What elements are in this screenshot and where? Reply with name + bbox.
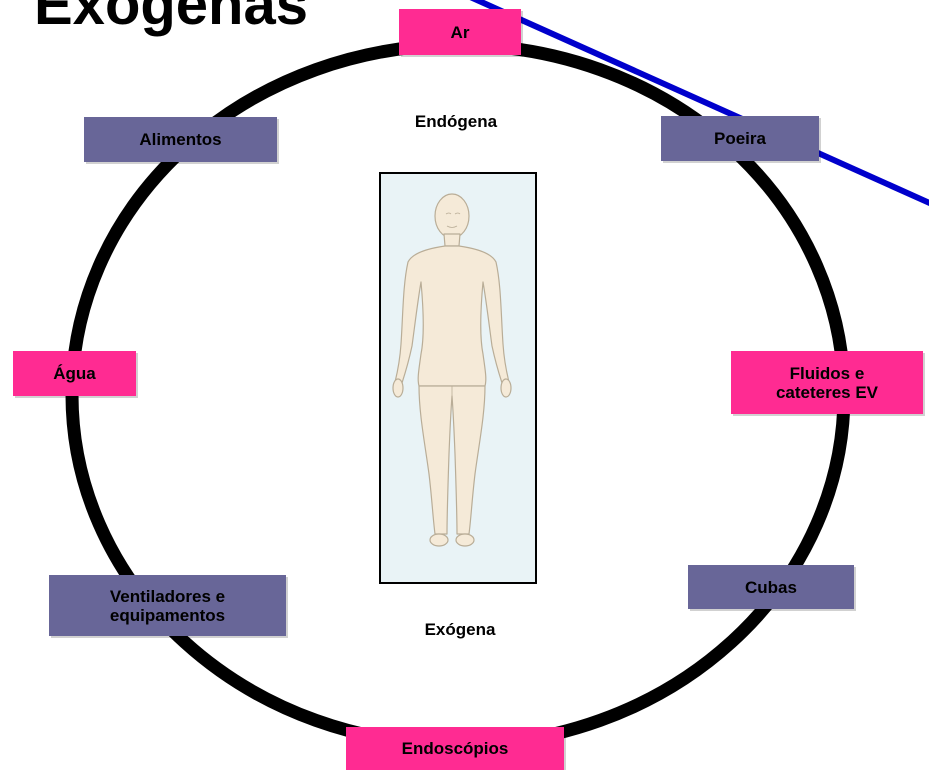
source-fluidos-cateteres: Fluidos e cateteres EV — [731, 351, 923, 414]
source-poeira: Poeira — [661, 116, 819, 161]
human-body-figure-icon — [381, 174, 535, 582]
source-ventiladores: Ventiladores e equipamentos — [49, 575, 286, 636]
exogena-label: Exógena — [390, 620, 530, 640]
source-ar: Ar — [399, 9, 521, 55]
source-agua: Água — [13, 351, 136, 396]
source-cubas: Cubas — [688, 565, 854, 609]
source-endoscopios: Endoscópios — [346, 727, 564, 770]
pointer-line — [468, 0, 929, 205]
page-title: Exógenas — [34, 0, 308, 40]
human-figure-panel — [379, 172, 537, 584]
endogena-label: Endógena — [386, 112, 526, 132]
source-alimentos: Alimentos — [84, 117, 277, 162]
